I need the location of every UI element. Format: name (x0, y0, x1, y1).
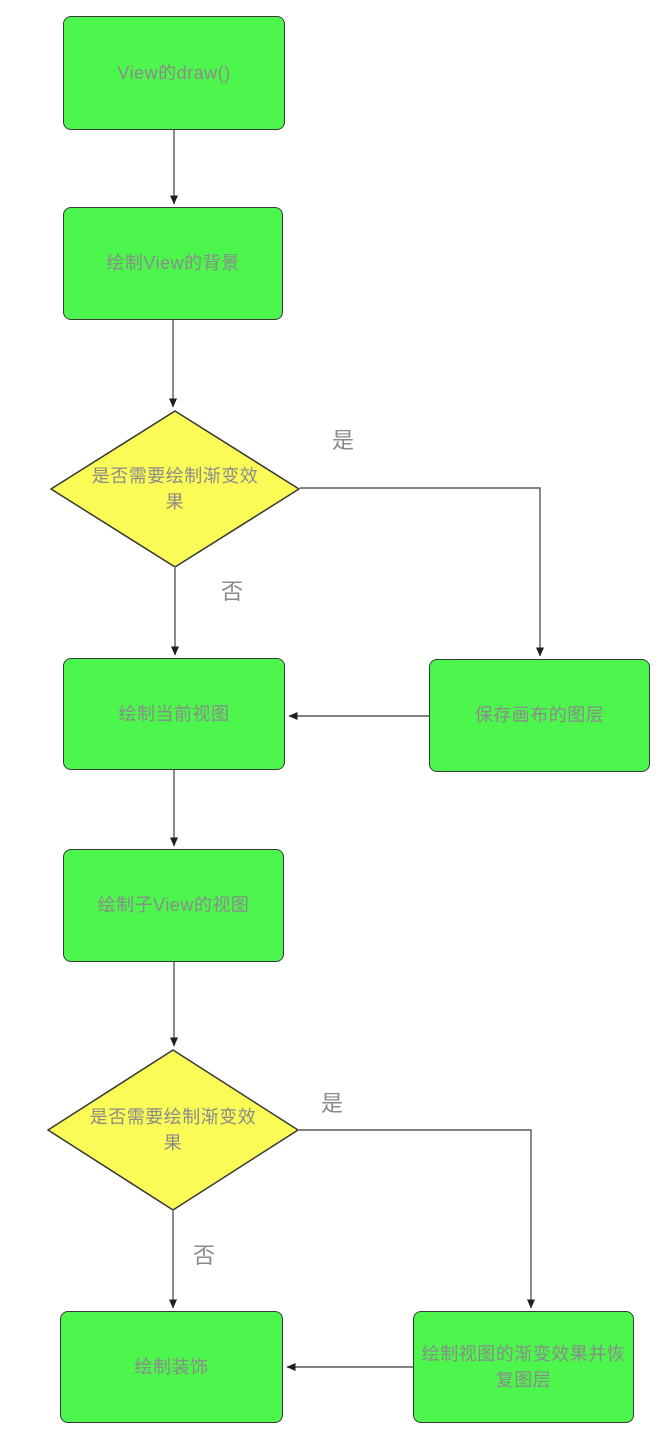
edge-decision2-yes-to-faderestore (299, 1129, 535, 1309)
node-draw-fade-restore[interactable]: 绘制视图的渐变效果并恢复图层 (413, 1311, 634, 1423)
node-draw-children-label: 绘制子View的视图 (97, 895, 250, 916)
edge-decision1-yes-to-savelayer (300, 487, 544, 657)
diamond-shape-icon (50, 410, 300, 568)
node-decision-gradient-2[interactable]: 是否需要绘制渐变效果 (47, 1049, 299, 1211)
node-draw-fade-restore-label: 绘制视图的渐变效果并恢复图层 (421, 1343, 626, 1390)
node-decision-gradient-1[interactable]: 是否需要绘制渐变效果 (50, 410, 300, 568)
edge-label-no-2: 否 (193, 1243, 216, 1268)
node-draw-current-label: 绘制当前视图 (118, 703, 230, 724)
node-view-draw[interactable]: View的draw() (63, 16, 285, 130)
node-decision-gradient-1-label: 是否需要绘制渐变效果 (91, 465, 259, 512)
node-draw-children[interactable]: 绘制子View的视图 (63, 849, 284, 962)
node-save-layer[interactable]: 保存画布的图层 (429, 659, 650, 772)
edge-label-no-1: 否 (221, 579, 244, 604)
node-save-layer-label: 保存画布的图层 (474, 705, 605, 726)
node-draw-decor[interactable]: 绘制装饰 (60, 1311, 283, 1423)
edge-label-yes-2: 是 (321, 1091, 344, 1116)
node-view-draw-label: View的draw() (117, 62, 231, 83)
edge-label-yes-1: 是 (332, 428, 355, 453)
diamond-shape-icon (47, 1049, 299, 1211)
node-draw-background-label: 绘制View的背景 (106, 253, 240, 274)
node-draw-current[interactable]: 绘制当前视图 (63, 658, 285, 770)
node-draw-decor-label: 绘制装饰 (134, 1356, 209, 1377)
node-decision-gradient-2-label: 是否需要绘制渐变效果 (89, 1106, 257, 1153)
node-draw-background[interactable]: 绘制View的背景 (63, 207, 283, 320)
